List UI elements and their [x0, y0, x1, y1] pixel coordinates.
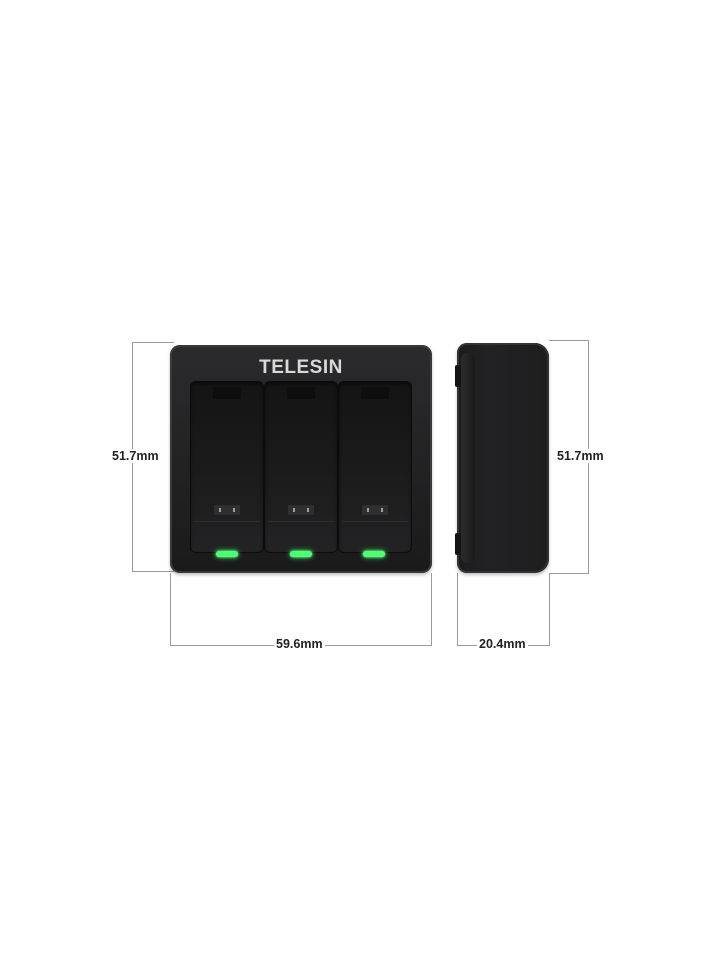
- front-height-tick-bottom: [132, 571, 174, 572]
- bay-latch: [287, 387, 315, 399]
- charger-front-view: TELESIN: [170, 345, 432, 573]
- bay-latch: [361, 387, 389, 399]
- side-height-tick-top: [549, 340, 589, 341]
- charger-side-view: [455, 343, 549, 573]
- front-width-label: 59.6mm: [274, 637, 325, 651]
- bay-ridge: [268, 521, 334, 522]
- side-port-top: [455, 365, 461, 387]
- side-port-bottom: [455, 533, 461, 555]
- side-depth-tick-left: [457, 573, 458, 646]
- bay-contacts: [362, 505, 388, 515]
- front-height-label: 51.7mm: [110, 449, 161, 463]
- bay-contacts: [214, 505, 240, 515]
- battery-bay-3: [338, 381, 412, 553]
- bay-ridge: [342, 521, 408, 522]
- bay-latch: [213, 387, 241, 399]
- front-width-tick-left: [170, 573, 171, 646]
- side-height-label: 51.7mm: [555, 449, 606, 463]
- led-indicator-1: [216, 551, 238, 557]
- led-indicator-2: [290, 551, 312, 557]
- front-height-tick-top: [132, 342, 174, 343]
- side-depth-tick-right: [549, 573, 550, 646]
- side-bevel: [461, 353, 475, 563]
- battery-bay-2: [264, 381, 338, 553]
- bay-ridge: [194, 521, 260, 522]
- side-height-tick-bottom: [549, 573, 589, 574]
- side-depth-label: 20.4mm: [477, 637, 528, 651]
- brand-logo: TELESIN: [259, 357, 343, 378]
- bay-contacts: [288, 505, 314, 515]
- led-indicator-3: [363, 551, 385, 557]
- front-width-tick-right: [431, 573, 432, 646]
- battery-bay-1: [190, 381, 264, 553]
